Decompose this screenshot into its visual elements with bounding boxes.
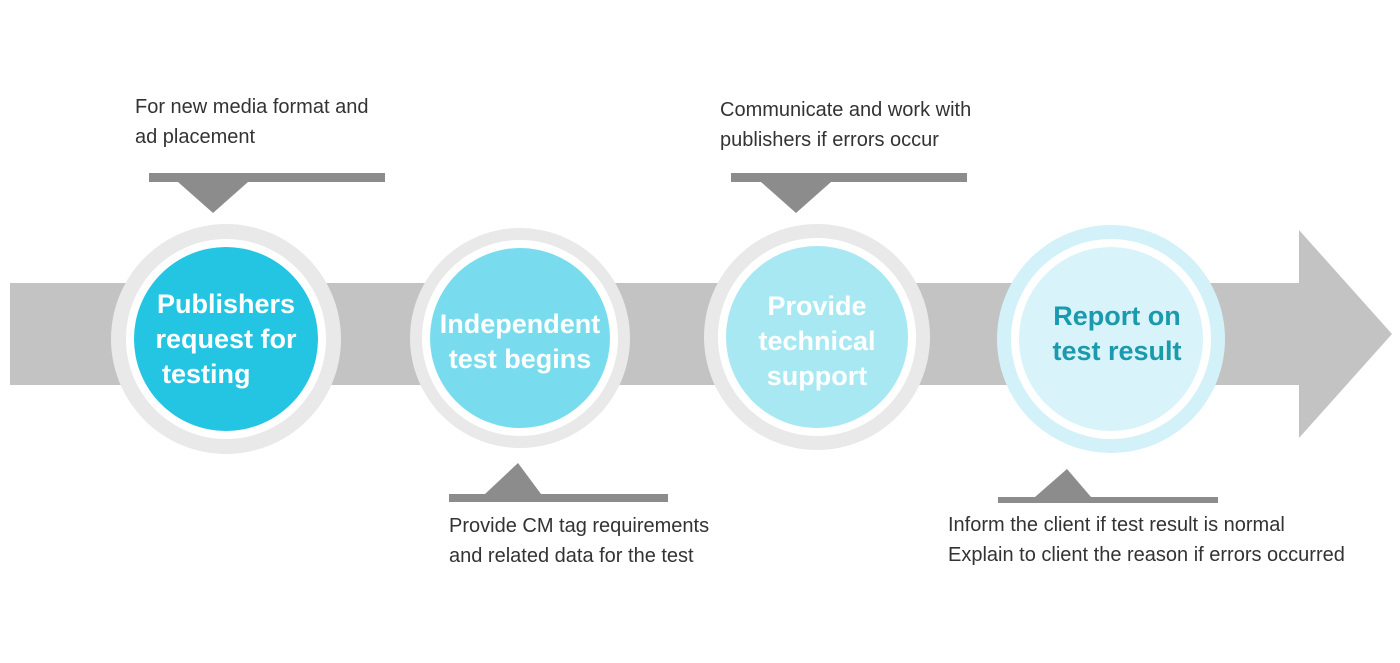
- note-communicate: Communicate and work with publishers if …: [720, 95, 971, 155]
- callout-bar-note-inform-client: [998, 469, 1218, 503]
- step-label-line: testing: [162, 358, 251, 389]
- callout-bar-note-new-format: [149, 173, 385, 213]
- callout-bar-note-communicate: [731, 173, 967, 213]
- step-label-line: test result: [1052, 336, 1182, 366]
- step-label-line: Publishers: [156, 288, 296, 319]
- step-label-technical-support: Provide technical support: [727, 289, 907, 394]
- step-label-line: technical: [758, 326, 876, 356]
- step-label-line: Independent: [439, 309, 601, 339]
- note-line: Explain to client the reason if errors o…: [948, 544, 1345, 566]
- note-line: and related data for the test: [449, 545, 694, 567]
- note-line: publishers if errors occur: [720, 129, 939, 151]
- step-label-publishers-request: Publishers request for testing: [136, 270, 316, 408]
- step-label-line: Provide: [767, 291, 867, 321]
- step-label-line: test begins: [448, 344, 592, 374]
- step-circle-independent-test: [410, 228, 630, 448]
- note-new-format: For new media format and ad placement: [135, 92, 368, 152]
- note-line: Inform the client if test result is norm…: [948, 514, 1285, 536]
- note-inform-client: Inform the client if test result is norm…: [948, 510, 1345, 570]
- note-line: For new media format and: [135, 96, 369, 118]
- step-label-report-result: Report on test result: [1027, 299, 1207, 369]
- step-circle-report-result: [997, 225, 1225, 453]
- note-line: Communicate and work with: [720, 99, 972, 121]
- step-circle-technical-support: [704, 224, 930, 450]
- process-arrow: [10, 230, 1392, 438]
- step-label-line: Report on: [1053, 301, 1181, 331]
- note-line: Provide CM tag requirements: [449, 515, 710, 537]
- step-label-line: support: [766, 361, 868, 391]
- callout-bar-note-cm-tag: [449, 463, 668, 502]
- step-label-independent-test: Independent test begins: [430, 307, 610, 377]
- step-label-line: request for: [155, 323, 297, 354]
- step-circle-publishers-request: [111, 224, 341, 454]
- note-cm-tag: Provide CM tag requirements and related …: [449, 511, 709, 571]
- note-line: ad placement: [135, 126, 256, 148]
